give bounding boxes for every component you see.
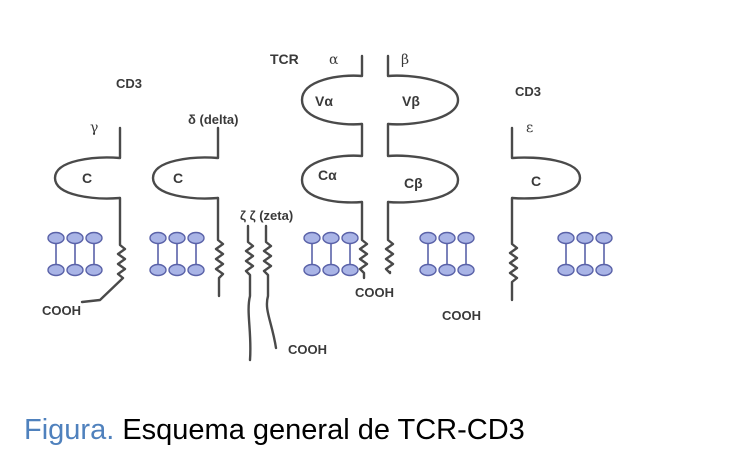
lipid-head-outer [303, 231, 321, 245]
c-alpha-domain-label: Cα [318, 167, 337, 183]
caption-text: Esquema general de TCR-CD3 [122, 414, 525, 446]
cd3-right-label: CD3 [515, 84, 541, 99]
tcr-cooh-label: COOH [355, 285, 394, 300]
lipid-head-inner [85, 263, 103, 277]
lipid-head-inner [47, 263, 65, 277]
lipid-head-inner [557, 263, 575, 277]
epsilon-c-domain-label: C [531, 173, 541, 189]
lipid-head-outer [576, 231, 594, 245]
gamma-cooh-label: COOH [42, 303, 81, 318]
lipid-head-inner [576, 263, 594, 277]
zeta-cooh-label: COOH [288, 342, 327, 357]
lipid-head-outer [595, 231, 613, 245]
cd3-epsilon-chain [508, 126, 582, 302]
lipid-head-inner [341, 263, 359, 277]
v-beta-domain-label: Vβ [402, 93, 420, 109]
zeta-chains [244, 224, 278, 362]
lipid-head-outer [419, 231, 437, 245]
lipid-head-outer [457, 231, 475, 245]
epsilon-label: ε [526, 120, 533, 136]
delta-label: δ (delta) [188, 112, 239, 127]
v-alpha-domain-label: Vα [315, 93, 333, 109]
gamma-c-domain-label: C [82, 170, 92, 186]
lipid-head-inner [322, 263, 340, 277]
delta-c-domain-label: C [173, 170, 183, 186]
tcr-label: TCR [270, 51, 299, 67]
lipid-head-outer [557, 231, 575, 245]
tcr-beta-chain [384, 54, 460, 275]
cd3-delta-chain [151, 126, 225, 298]
lipid-head-outer [66, 231, 84, 245]
tcr-alpha-chain [300, 54, 369, 280]
lipid-head-outer [438, 231, 456, 245]
lipid-head-inner [438, 263, 456, 277]
c-beta-domain-label: Cβ [404, 175, 423, 191]
membrane-bilayer [47, 231, 613, 277]
caption-prefix: Figura. [24, 414, 115, 446]
lipid-head-outer [149, 231, 167, 245]
lipid-head-inner [66, 263, 84, 277]
cd3-left-label: CD3 [116, 76, 142, 91]
lipid-head-inner [168, 263, 186, 277]
alpha-label: α [329, 52, 339, 68]
lipid-head-inner [187, 263, 205, 277]
lipid-head-inner [595, 263, 613, 277]
lipid-head-outer [168, 231, 186, 245]
lipid-head-outer [47, 231, 65, 245]
cd3-gamma-chain [53, 126, 127, 304]
lipid-head-outer [341, 231, 359, 245]
lipid-head-inner [457, 263, 475, 277]
lipid-head-inner [419, 263, 437, 277]
lipid-head-inner [303, 263, 321, 277]
lipid-head-outer [322, 231, 340, 245]
beta-label: β [401, 52, 409, 68]
lipid-head-outer [187, 231, 205, 245]
zeta-label: ζ ζ (zeta) [240, 208, 293, 223]
figure-caption: Figura. Esquema general de TCR-CD3 [24, 414, 525, 447]
lipid-head-outer [85, 231, 103, 245]
epsilon-cooh-label: COOH [442, 308, 481, 323]
lipid-head-inner [149, 263, 167, 277]
gamma-label: γ [90, 120, 98, 136]
